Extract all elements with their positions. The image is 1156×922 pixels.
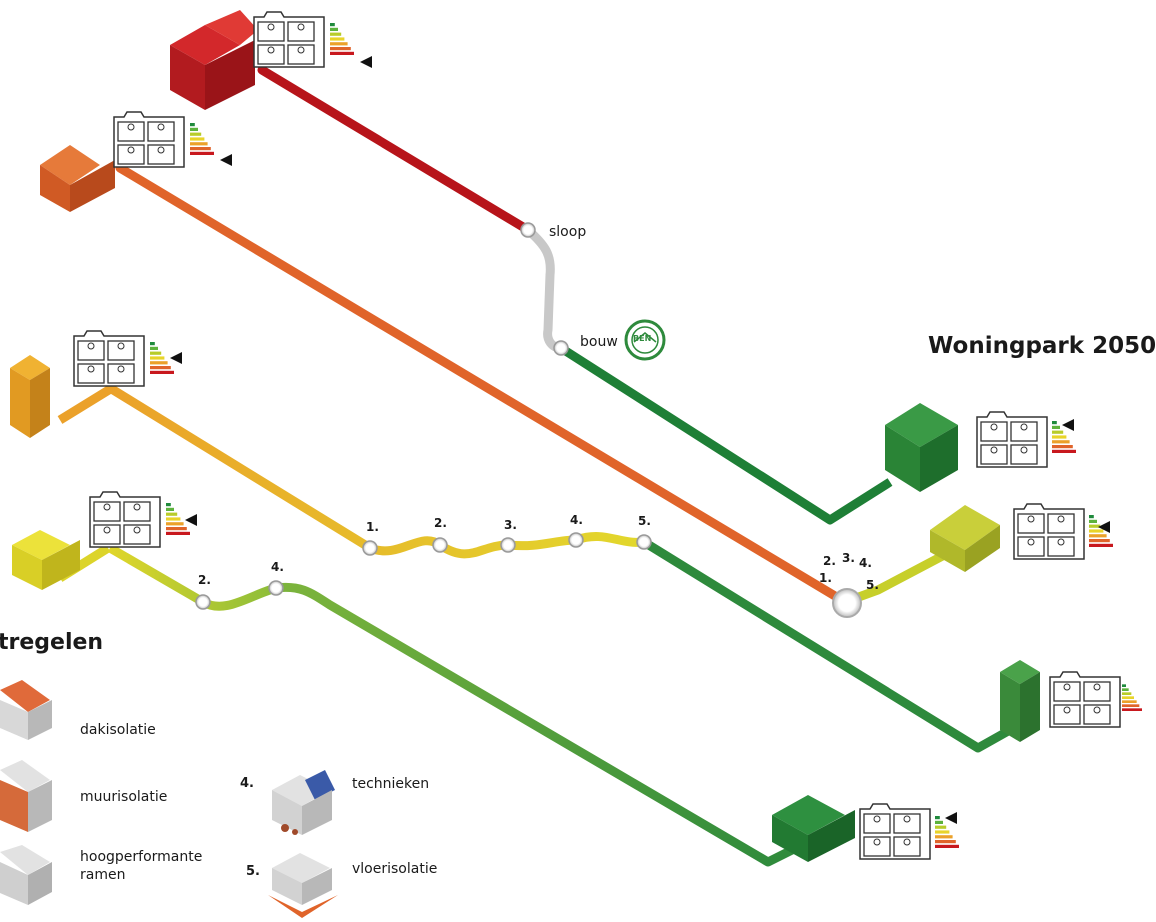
yellow-step-2: 2. xyxy=(198,573,211,587)
orange-route-line xyxy=(115,163,850,607)
legend-windows-icon xyxy=(0,845,52,905)
amber-step-5: 5. xyxy=(638,514,651,528)
house-lightgreen-icon xyxy=(930,505,1000,572)
energy-label-darkgreen xyxy=(976,411,1076,468)
stop-amber-4 xyxy=(568,532,584,548)
stop-amber-1 xyxy=(362,540,378,556)
yellow-route-line xyxy=(107,544,278,611)
house-red-icon xyxy=(170,10,258,110)
energy-label-yellow xyxy=(89,491,197,548)
energy-label-amber xyxy=(73,330,182,387)
house-green-tall-icon xyxy=(1000,660,1040,742)
legend-number-5: 5. xyxy=(246,864,260,879)
grey-transition-line xyxy=(525,226,562,353)
amber-step-4: 4. xyxy=(570,513,583,527)
ben-badge-text: BEN xyxy=(633,334,652,343)
amber-step-2: 2. xyxy=(434,516,447,530)
legend-label-floor: vloerisolatie xyxy=(352,861,438,877)
ben-badge-icon xyxy=(624,319,666,361)
legend-label-wall: muurisolatie xyxy=(80,789,168,805)
amber-green-route-line xyxy=(641,538,1013,753)
energy-label-green-tall xyxy=(1049,671,1142,728)
house-amber-icon xyxy=(10,355,50,438)
legend-number-4: 4. xyxy=(240,776,254,791)
legend-wall-insulation-icon xyxy=(0,760,52,832)
house-orange-icon xyxy=(40,145,115,212)
orange-step-4: 4. xyxy=(859,556,872,570)
orange-step-3: 3. xyxy=(842,551,855,565)
energy-label-orange xyxy=(113,111,232,168)
legend-label-windows: hoogperformante ramen xyxy=(80,849,203,883)
amber-connector-line xyxy=(57,384,115,424)
legend-techniques-icon xyxy=(272,770,335,835)
legend-title: tregelen xyxy=(0,630,104,655)
legend-label-roof: dakisolatie xyxy=(80,722,156,738)
house-yellow-icon xyxy=(12,530,80,590)
orange-step-2: 2. xyxy=(823,554,836,568)
energy-label-lightgreen xyxy=(1013,503,1113,560)
energy-label-green-bottom xyxy=(859,803,959,860)
amber-step-1: 1. xyxy=(366,520,379,534)
stop-label-sloop: sloop xyxy=(549,224,587,240)
legend-label-techniques: technieken xyxy=(352,776,430,792)
stop-bouw xyxy=(553,340,569,356)
stop-sloop xyxy=(520,222,536,238)
page-title: Woningpark 2050 xyxy=(928,333,1156,359)
house-green-bottom-icon xyxy=(772,795,855,862)
yellow-green-route-line xyxy=(275,582,803,867)
green-route-line xyxy=(558,344,893,525)
stop-yellow-2 xyxy=(195,594,211,610)
house-darkgreen-icon xyxy=(885,403,958,492)
stop-orange-combined xyxy=(832,588,862,618)
energy-label-red xyxy=(253,11,372,68)
stop-label-bouw: bouw xyxy=(580,334,618,350)
stop-yellow-4 xyxy=(268,580,284,596)
legend-floor-insulation-icon xyxy=(268,853,338,918)
orange-step-1: 1. xyxy=(819,571,832,585)
orange-step-5: 5. xyxy=(866,578,879,592)
legend-roof-insulation-icon xyxy=(0,680,52,740)
amber-step-3: 3. xyxy=(504,518,517,532)
red-route-line xyxy=(257,65,533,235)
stop-amber-2 xyxy=(432,537,448,553)
yellow-step-4: 4. xyxy=(271,560,284,574)
stop-amber-3 xyxy=(500,537,516,553)
stop-amber-5 xyxy=(636,534,652,550)
